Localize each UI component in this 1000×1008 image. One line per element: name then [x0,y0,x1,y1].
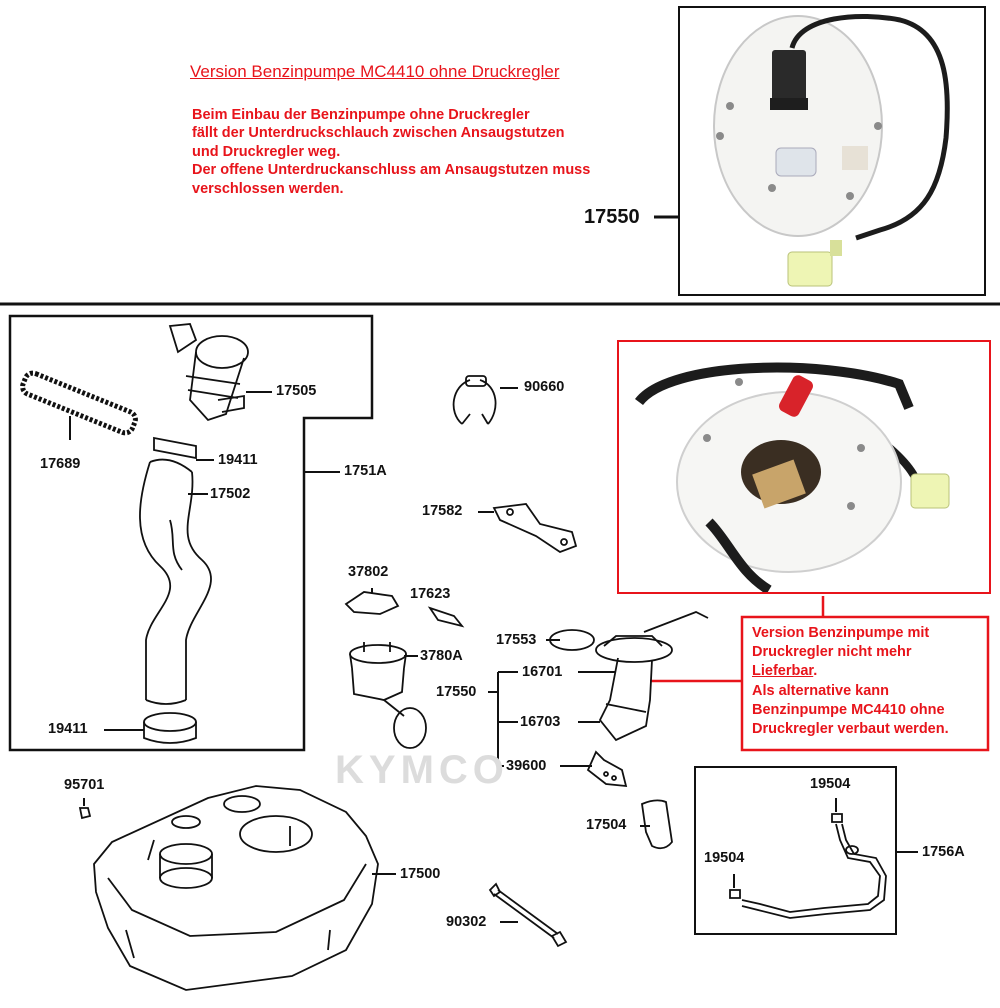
part-label-17505: 17505 [276,383,317,399]
strap-90302-sketch [488,882,568,948]
top-note-line: verschlossen werden. [192,180,344,197]
right-note-line: Benzinpumpe MC4410 ohne [752,701,945,718]
top-note-line: und Druckregler weg. [192,143,341,160]
fuel-pump-photo-without-regulator [678,6,986,296]
part-label-17623: 17623 [410,586,451,602]
top-note-line: Der offene Unterdruckanschluss am Ansaug… [192,162,591,179]
part-label-3780A: 3780A [420,648,463,664]
part-label-19504-top: 19504 [810,776,851,792]
part-label-90660: 90660 [524,379,565,395]
clamp-19411-top-sketch [153,436,214,461]
bolt-95701-sketch [78,798,92,820]
part-label-16703: 16703 [520,714,561,730]
part-label-39600: 39600 [506,758,547,774]
top-note-body: Beim Einbau der Benzinpumpe ohne Druckre… [192,106,590,198]
part-label-16701: 16701 [522,664,563,680]
gasket-17689-sketch [20,370,138,440]
part-label-17689: 17689 [40,456,81,472]
assembly-frame-1751A [8,314,374,752]
part-label-17582: 17582 [422,503,463,519]
part-label-17504: 17504 [586,817,627,833]
vacuum-hose-1756A-sketch [729,798,887,919]
part-label-17553: 17553 [496,632,537,648]
photo-part-label-17550: 17550 [584,206,640,228]
part-label-17500: 17500 [400,866,441,882]
right-note-suffix: . [813,663,818,680]
right-note-line: Als alternative kann [752,682,889,699]
right-note-line: Druckregler verbaut werden. [752,721,949,738]
pad-17504-sketch [640,799,673,850]
fuel-tank-17500-sketch [93,785,396,991]
red-note-box [740,615,990,752]
assembly-frame-1756A [694,766,897,935]
part-label-17502: 17502 [210,486,251,502]
right-note-line: Druckregler nicht mehr [752,644,912,661]
part-label-37802: 37802 [348,564,389,580]
part-label-19411-top: 19411 [218,452,258,468]
part-label-90302: 90302 [446,914,487,930]
clip-90660-sketch [452,375,518,425]
leader-tree-17550 [488,639,616,767]
right-note-line: Version Benzinpumpe mit [752,625,930,641]
right-note-line: Lieferbar. [752,662,949,681]
top-note-line: fällt der Unterdruckschlauch zwischen An… [192,125,565,142]
hose-17502-sketch [139,458,212,705]
top-note-title: Version Benzinpumpe MC4410 ohne Druckreg… [190,62,560,81]
filler-neck-17505-sketch [168,323,272,422]
part-label-19411-bottom: 19411 [48,721,88,737]
fuel-sender-3780A-sketch [344,588,465,749]
part-label-1756A: 1756A [922,844,965,860]
fuel-pump-17550-sketch [549,611,709,788]
part-label-17550: 17550 [436,684,477,700]
part-label-19504-left: 19504 [704,850,745,866]
part-label-95701: 95701 [64,777,105,793]
clamp-19411-bottom-sketch [104,712,197,744]
right-note-text: Version Benzinpumpe mit Druckregler nich… [752,624,949,739]
right-note-underlined: Lieferbar [752,663,814,680]
bracket-17582-sketch [478,503,578,554]
kymco-watermark: KYMCO [335,748,509,792]
part-label-1751A: 1751A [344,463,387,479]
top-note-line: Beim Einbau der Benzinpumpe ohne Druckre… [192,107,530,123]
fuel-pump-photo-with-regulator [617,340,991,595]
